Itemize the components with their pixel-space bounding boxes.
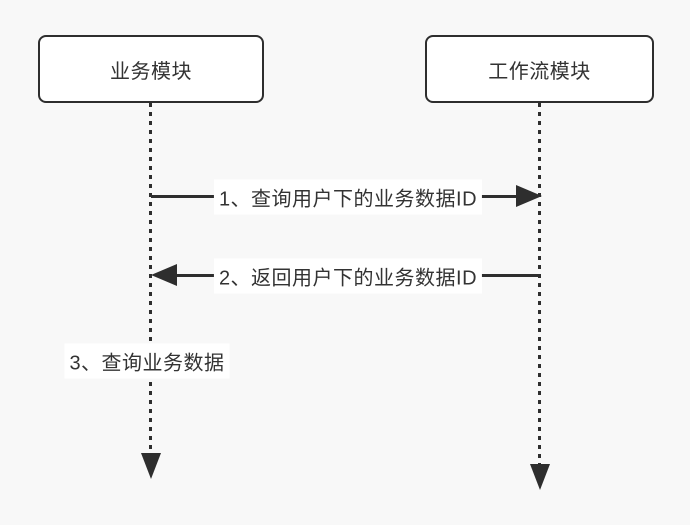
participant-business-module: 业务模块 <box>38 35 264 103</box>
arrow-right-icon <box>516 185 542 207</box>
participant-business-label: 业务模块 <box>110 60 192 83</box>
arrow-down-icon <box>141 453 161 479</box>
arrow-down-icon <box>530 464 550 490</box>
message-2-label: 2、返回用户下的业务数据ID <box>213 258 483 294</box>
message-3-label: 3、查询业务数据 <box>64 343 230 379</box>
lifeline-workflow-module <box>538 103 541 464</box>
participant-workflow-module: 工作流模块 <box>425 35 654 103</box>
arrow-left-icon <box>151 264 177 286</box>
lifeline-business-module <box>149 103 152 454</box>
message-1-label: 1、查询用户下的业务数据ID <box>213 179 483 215</box>
participant-workflow-label: 工作流模块 <box>488 60 591 83</box>
